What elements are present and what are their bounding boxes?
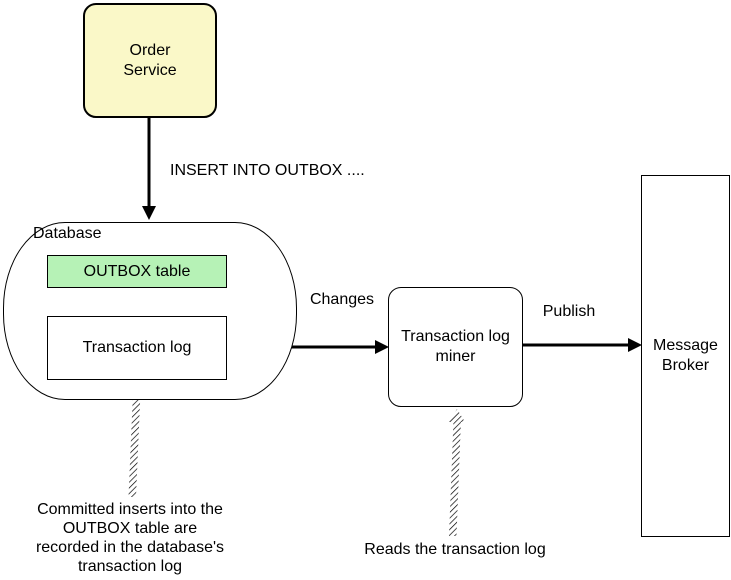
changes-edge-label: Changes [309, 291, 375, 308]
publish-edge-label: Publish [542, 303, 596, 320]
message-broker-node: Message Broker [641, 175, 730, 537]
transaction-log-miner-label: Transaction log miner [401, 328, 510, 365]
transaction-log-miner-node: Transaction log miner [388, 287, 523, 407]
transaction-log-node: Transaction log [47, 316, 227, 380]
order-service-label: Order Service [123, 41, 177, 79]
database-label: Database [33, 225, 102, 242]
committed-note: Committed inserts into the OUTBOX table … [35, 501, 225, 575]
message-broker-label: Message Broker [653, 337, 718, 374]
reads-note-hatched-line [449, 409, 465, 536]
reads-note: Reads the transaction log [364, 541, 546, 558]
order-service-node: Order Service [83, 3, 217, 118]
outbox-table-label: OUTBOX table [83, 262, 191, 280]
transaction-log-label: Transaction log [82, 339, 192, 356]
insert-edge-label: INSERT INTO OUTBOX .... [170, 162, 365, 179]
outbox-table-node: OUTBOX table [47, 255, 227, 288]
publish-arrow [523, 338, 642, 352]
insert-arrow [142, 118, 156, 220]
